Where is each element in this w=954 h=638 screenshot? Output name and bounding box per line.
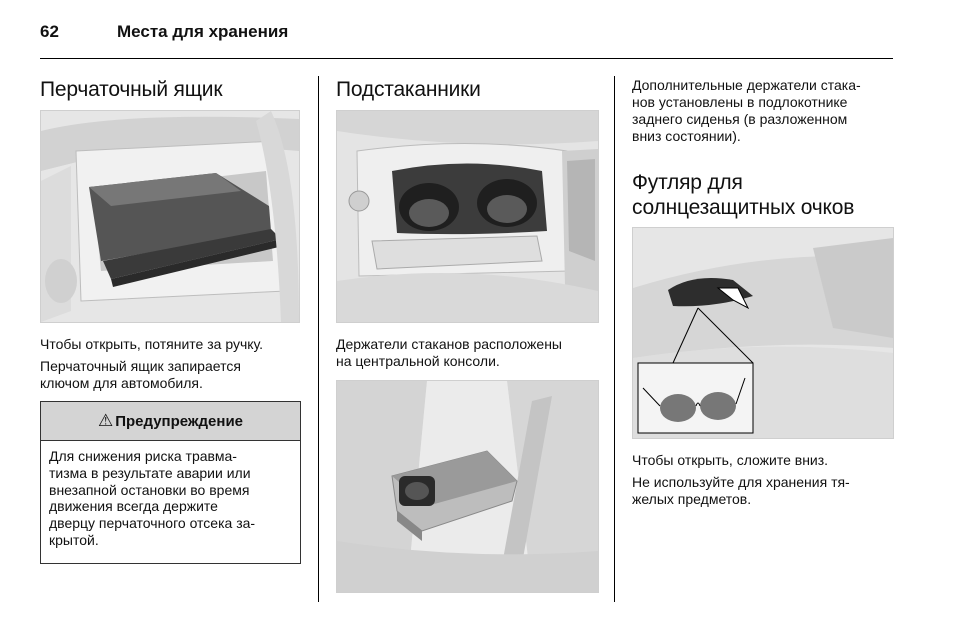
sunglasses-open-text: Чтобы открыть, сложите вниз. (632, 452, 829, 468)
rear-armrest-line: нов установлены в подлокотнике (632, 94, 848, 110)
cupholders-line: Держатели стаканов расположены (336, 336, 562, 352)
rear-armrest-line: заднего сиденья (в разложенном (632, 111, 848, 127)
section-heading-glovebox: Перчаточный ящик (40, 78, 223, 101)
sunglasses-caution-text: Не используйте для хранения тя- желых пр… (632, 474, 902, 508)
center-console-cupholder-illustration (336, 110, 599, 323)
warning-box: ⚠ Предупреждение Для снижения риска трав… (40, 401, 301, 564)
warning-line: крытой. (49, 531, 99, 548)
warning-triangle-icon: ⚠ (97, 411, 114, 430)
sunglasses-caution-line: желых предметов. (632, 491, 752, 507)
warning-title: Предупреждение (115, 412, 244, 430)
warning-header: ⚠ Предупреждение (41, 402, 300, 441)
cupholders-location-text: Держатели стаканов расположены на центра… (336, 336, 606, 370)
glovebox-lock-line: Перчаточный ящик запирается (40, 358, 241, 374)
header-rule (40, 58, 893, 59)
page-number: 62 (40, 22, 59, 41)
section-heading-sunglasses-holder: Футляр для солнцезащитных очков (632, 170, 902, 220)
rear-armrest-line: Дополнительные держатели стака- (632, 77, 861, 93)
warning-line: движения всегда держите (49, 498, 218, 515)
section-heading-cupholders: Подстаканники (336, 78, 481, 101)
glovebox-open-text: Чтобы открыть, потяните за ручку. (40, 336, 264, 352)
rear-armrest-cupholders-text: Дополнительные держатели стака- нов уста… (632, 77, 902, 145)
sunglasses-holder-illustration (632, 227, 894, 439)
warning-line: дверцу перчаточного отсека за- (49, 515, 256, 532)
rear-armrest-cupholder-illustration (336, 380, 599, 593)
rear-armrest-line: вниз состоянии). (632, 128, 741, 144)
heading-line: солнцезащитных очков (632, 196, 855, 219)
glovebox-lock-text: Перчаточный ящик запирается ключом для а… (40, 358, 302, 392)
sunglasses-caution-line: Не используйте для хранения тя- (632, 474, 850, 490)
warning-text: Для снижения риска травма- тизма в резул… (41, 441, 300, 549)
glovebox-lock-line: ключом для автомобиля. (40, 375, 203, 391)
warning-line: Для снижения риска травма- (49, 448, 237, 464)
warning-line: тизма в результате аварии или (49, 464, 251, 481)
warning-line: внезапной остановки во время (49, 481, 250, 498)
cupholders-line: на центральной консоли. (336, 353, 500, 369)
column-divider-2 (614, 76, 615, 602)
column-divider-1 (318, 76, 319, 602)
page-title: Места для хранения (117, 22, 289, 41)
glovebox-illustration (40, 110, 300, 323)
heading-line: Футляр для (632, 171, 743, 194)
